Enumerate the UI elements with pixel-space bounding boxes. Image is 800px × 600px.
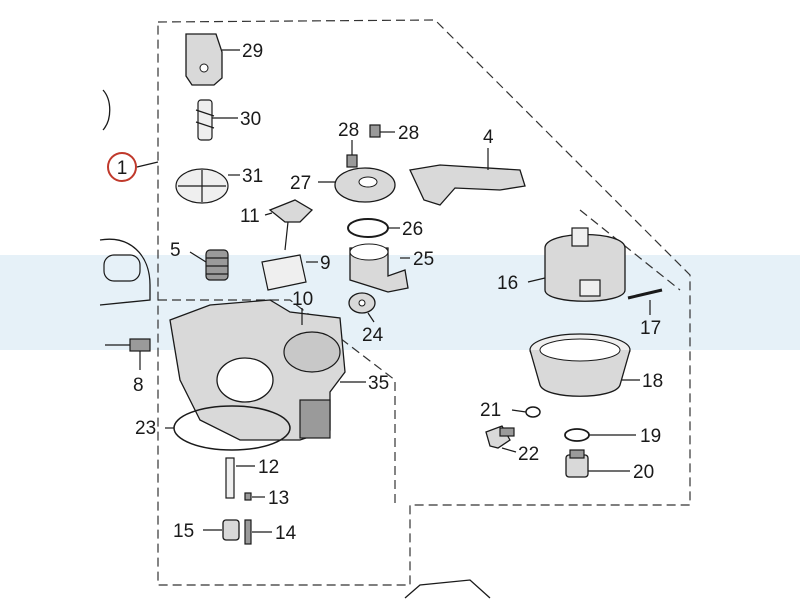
part-label-22: 22	[518, 444, 539, 465]
assembly-callout-leader	[136, 161, 159, 168]
part-label-9: 9	[320, 253, 331, 274]
part-13-shape	[244, 492, 252, 501]
part-label-15: 15	[173, 521, 194, 542]
part-label-13: 13	[268, 488, 289, 509]
part-14-shape	[244, 519, 252, 545]
assembly-callout-number: 1	[117, 158, 128, 179]
part-15-shape	[222, 519, 240, 541]
part-label-25: 25	[413, 249, 434, 270]
part-label-28b: 28	[398, 123, 419, 144]
partial-part-top-left	[102, 89, 111, 131]
partial-gasket-left	[99, 238, 151, 306]
part-4-shape	[409, 164, 526, 206]
part-label-28a: 28	[338, 120, 359, 141]
background-band	[0, 255, 800, 350]
part-12-shape	[225, 457, 235, 499]
part-label-19: 19	[640, 426, 661, 447]
part-label-11: 11	[240, 206, 260, 227]
part-label-21: 21	[480, 400, 501, 421]
part-30-shape	[195, 99, 215, 141]
part-29-shape	[185, 33, 223, 86]
part-label-30: 30	[240, 109, 261, 130]
part-27-shape	[334, 167, 396, 203]
part-16-shape	[544, 227, 626, 302]
leader-lines	[139, 49, 651, 533]
part-20-shape	[565, 449, 589, 478]
part-label-29: 29	[242, 41, 263, 62]
part-label-4: 4	[483, 127, 494, 148]
part-26-shape	[347, 218, 389, 238]
carburetor-body-shape	[169, 299, 346, 441]
part-8-shape	[105, 338, 151, 352]
partial-part-bottom-right	[404, 579, 491, 599]
part-label-23: 23	[135, 418, 156, 439]
part-number-labels: 29 30 31 28 28 4 27 11 26 5 9 25 16 10 1…	[133, 41, 663, 544]
part-label-27: 27	[290, 173, 311, 194]
part-18-shape	[529, 333, 631, 397]
part-25-shape	[349, 243, 409, 293]
part-9-shape	[261, 254, 307, 291]
part-label-12: 12	[258, 457, 279, 478]
part-label-24: 24	[362, 325, 384, 346]
part-label-26: 26	[402, 219, 423, 240]
part-label-17: 17	[640, 318, 661, 339]
part-label-18: 18	[642, 371, 663, 392]
part-31-shape	[175, 168, 229, 204]
part-17-shape	[627, 288, 663, 300]
assembly-boundary-right	[579, 209, 681, 291]
assembly-callout-circle	[107, 152, 137, 182]
part-label-31: 31	[242, 166, 263, 187]
part-22-shape	[485, 425, 515, 449]
part-label-14: 14	[275, 523, 297, 544]
assembly-boundary-outer	[157, 19, 691, 586]
part-21-shape	[525, 406, 541, 418]
part-label-5: 5	[170, 240, 181, 261]
part-label-35: 35	[368, 373, 389, 394]
part-5-shape	[205, 249, 229, 281]
partial-gasket-slot	[103, 254, 141, 282]
part-label-16: 16	[497, 273, 518, 294]
part-label-8: 8	[133, 375, 144, 396]
part-19-shape	[564, 428, 590, 442]
part-label-10: 10	[292, 289, 313, 310]
part-11-shape	[268, 199, 314, 251]
part-24-shape	[348, 292, 376, 314]
part-label-20: 20	[633, 462, 654, 483]
